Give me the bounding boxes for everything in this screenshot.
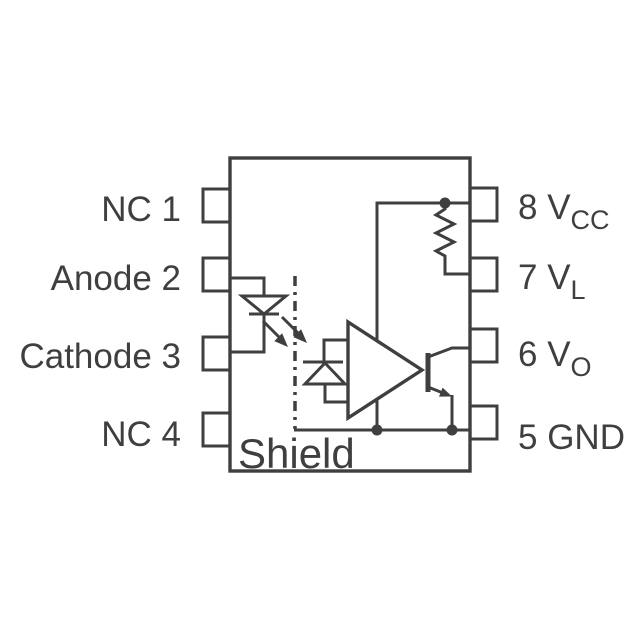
pin-7-label-main: 7 V <box>518 258 571 297</box>
npn-transistor-icon <box>425 346 470 430</box>
pin-6-label: 6 VO <box>518 335 592 382</box>
pin-5-label-main: 5 GND <box>518 418 625 457</box>
pin-5-label: 5 GND <box>518 418 625 457</box>
light-emission-arrows-icon <box>261 315 307 347</box>
led-triangle <box>237 294 291 316</box>
pin-4-label: NC 4 <box>101 415 181 454</box>
transistor-emitter-arrowhead <box>439 387 452 397</box>
junction-dot-amp-gnd <box>371 424 383 436</box>
pin-7-label: 7 VL <box>518 258 586 305</box>
pin-1-box <box>201 187 232 224</box>
junction-dot-emitter-gnd <box>446 424 458 436</box>
pin-3-label: Cathode 3 <box>19 337 181 376</box>
shield-label: Shield <box>238 430 355 477</box>
pin-7-box <box>468 256 499 293</box>
pin-3-box <box>201 335 232 372</box>
pin-7-label-sub: L <box>571 275 586 305</box>
led-emitter-icon <box>237 294 291 316</box>
cathode-wire <box>230 314 266 354</box>
ic-body-outline <box>228 156 472 473</box>
photodiode-top-wire <box>322 338 348 362</box>
pin-6-label-sub: O <box>571 352 592 382</box>
photodiode-bottom-wire <box>323 384 348 404</box>
light-arrow-2-head <box>293 329 307 343</box>
pin-6-label-main: 6 V <box>518 335 571 374</box>
junction-dot-vcc <box>439 197 451 209</box>
pin-1-label: NC 1 <box>101 190 181 229</box>
resistor-icon <box>432 203 470 276</box>
pin-8-box <box>468 186 499 223</box>
pin-8-label-sub: CC <box>571 205 610 235</box>
pin-2-label: Anode 2 <box>51 259 181 298</box>
photodiode-triangle <box>301 360 349 386</box>
pin-8-label-main: 8 V <box>518 188 571 227</box>
transistor-emitter-shaft <box>427 385 444 395</box>
transistor-collector-wire <box>427 346 470 359</box>
amplifier-triangle-icon <box>346 318 426 422</box>
pin-4-box <box>201 411 232 448</box>
light-arrow-1-head <box>274 333 288 347</box>
pin-6-box <box>468 327 499 364</box>
vcc-net-wire <box>375 201 470 341</box>
photodiode-icon <box>301 338 349 404</box>
anode-wire <box>230 276 266 296</box>
pin-8-label: 8 VCC <box>518 188 610 235</box>
pin-5-box <box>468 404 499 441</box>
pin-2-box <box>201 256 232 293</box>
light-arrow-1-shaft <box>261 319 281 339</box>
